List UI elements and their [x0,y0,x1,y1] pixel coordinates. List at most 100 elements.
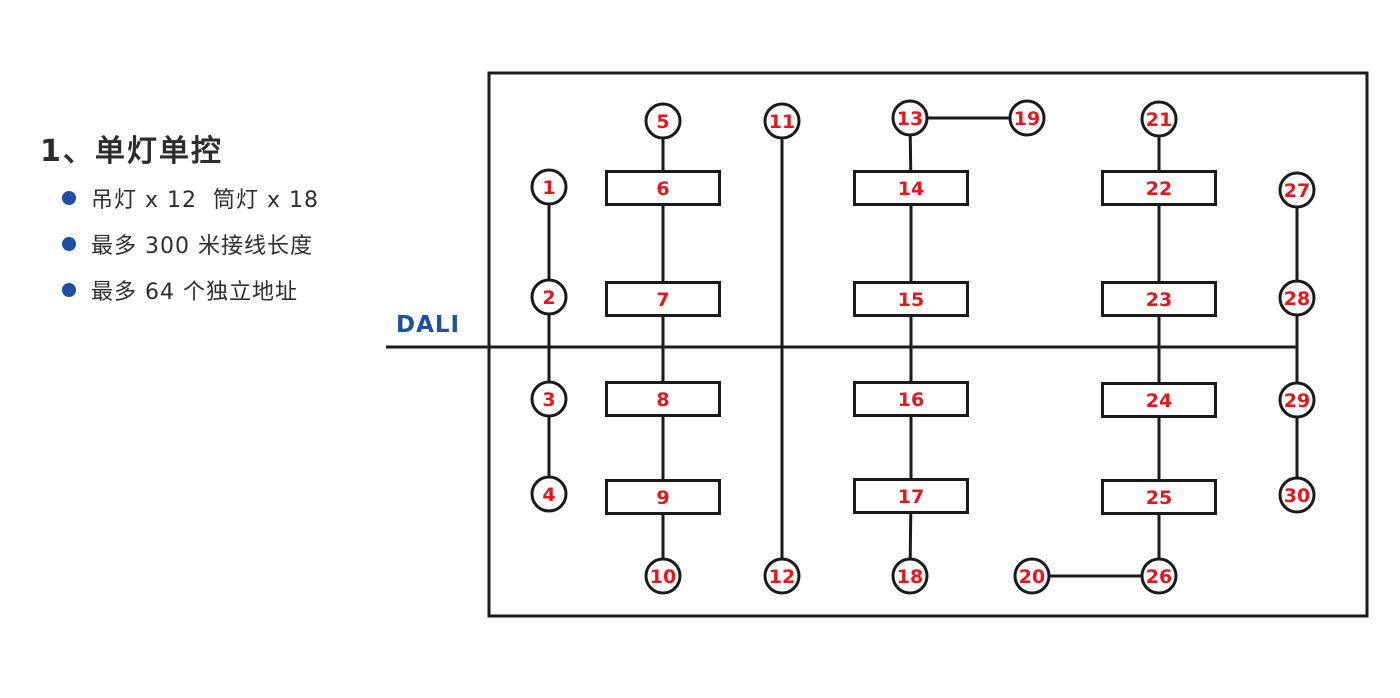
downlight-node-3: 3 [530,380,568,418]
pendant-lamp-node-16: 16 [853,381,969,417]
downlight-node-13: 13 [891,99,929,137]
lamp-rect [605,170,721,206]
node-address-number: 23 [1146,289,1172,311]
pendant-lamp-node-22: 22 [1101,170,1217,206]
downlight-node-20: 20 [1013,557,1051,595]
downlight-node-12: 12 [763,557,801,595]
node-address-number: 7 [656,289,669,311]
lamp-circle [1278,171,1316,209]
downlight-node-11: 11 [763,102,801,140]
node-address-number: 11 [769,111,795,133]
lamp-circle [763,557,801,595]
feature-label: 最多 300 米接线长度 [91,234,313,259]
lamp-circle [644,102,682,140]
pendant-lamp-node-8: 8 [605,381,721,417]
node-address-number: 13 [897,108,923,130]
pendant-lamp-node-23: 23 [1101,281,1217,317]
node-address-number: 8 [656,389,669,411]
node-address-number: 22 [1146,178,1172,200]
pendant-lamp-node-6: 6 [605,170,721,206]
pendant-lamp-node-9: 9 [605,479,721,515]
node-address-number: 4 [542,484,555,506]
downlight-node-1: 1 [530,168,568,206]
node-address-number: 10 [650,566,676,588]
pendant-lamp-node-25: 25 [1101,479,1217,515]
downlight-node-2: 2 [530,278,568,316]
downlight-node-18: 18 [891,557,929,595]
lamp-rect [1101,479,1217,515]
lamp-circle [530,278,568,316]
lamp-rect [853,170,969,206]
downlight-node-27: 27 [1278,171,1316,209]
node-address-number: 5 [656,111,669,133]
downlight-node-19: 19 [1008,99,1046,137]
lamp-rect [605,479,721,515]
lamp-rect [1101,170,1217,206]
feature-label: 最多 64 个独立地址 [91,280,298,305]
lamp-circle [1278,476,1316,514]
node-address-number: 3 [542,389,555,411]
downlight-node-21: 21 [1140,100,1178,138]
downlight-node-26: 26 [1140,557,1178,595]
lamp-rect [853,281,969,317]
bullet-dot-icon [62,283,76,297]
lamp-circle [530,380,568,418]
node-address-number: 27 [1284,180,1310,202]
lamp-rect [1101,281,1217,317]
lamp-circle [1278,279,1316,317]
lamp-circle [530,168,568,206]
pendant-lamp-node-24: 24 [1101,382,1217,418]
node-address-number: 25 [1146,487,1172,509]
node-address-number: 19 [1014,108,1040,130]
lamp-circle [763,102,801,140]
pendant-lamp-node-7: 7 [605,281,721,317]
bullet-dot-icon [62,237,76,251]
lamp-rect [605,381,721,417]
node-address-number: 16 [898,389,924,411]
lamp-circle [1140,100,1178,138]
node-address-number: 6 [656,178,669,200]
downlight-node-5: 5 [644,102,682,140]
feature-item: 最多 64 个独立地址 [62,276,298,305]
lamp-circle [891,557,929,595]
node-address-number: 30 [1284,485,1310,507]
node-address-number: 14 [898,178,924,200]
lamp-circle [644,557,682,595]
lamp-circle [891,99,929,137]
downlight-node-4: 4 [530,475,568,513]
pendant-lamp-node-15: 15 [853,281,969,317]
lamp-circle [1013,557,1051,595]
dali-bus-label: DALI [396,312,461,338]
feature-item: 吊灯 x 12 筒灯 x 18 [62,184,319,213]
node-address-number: 17 [898,486,924,508]
node-address-number: 24 [1146,390,1172,412]
node-address-number: 18 [897,566,923,588]
lamp-circle [1008,99,1046,137]
bullet-dot-icon [62,191,76,205]
node-address-number: 15 [898,289,924,311]
node-address-number: 2 [542,287,555,309]
page-title: 1、单灯单控 [40,134,223,169]
node-address-number: 20 [1019,566,1045,588]
pendant-lamp-node-14: 14 [853,170,969,206]
node-address-number: 9 [656,487,669,509]
node-address-number: 29 [1284,390,1310,412]
node-address-number: 28 [1284,288,1310,310]
node-address-number: 12 [769,566,795,588]
pendant-lamp-node-17: 17 [853,478,969,514]
feature-item: 最多 300 米接线长度 [62,230,313,259]
downlight-node-30: 30 [1278,476,1316,514]
system-boundary-box [487,71,1369,618]
downlight-node-10: 10 [644,557,682,595]
lamp-rect [605,281,721,317]
lamp-rect [853,478,969,514]
lamp-circle [1140,557,1178,595]
node-address-number: 1 [542,177,555,199]
lamp-rect [853,381,969,417]
lamp-circle [530,475,568,513]
node-address-number: 26 [1146,566,1172,588]
node-address-number: 21 [1146,109,1172,131]
lamp-circle [1278,381,1316,419]
